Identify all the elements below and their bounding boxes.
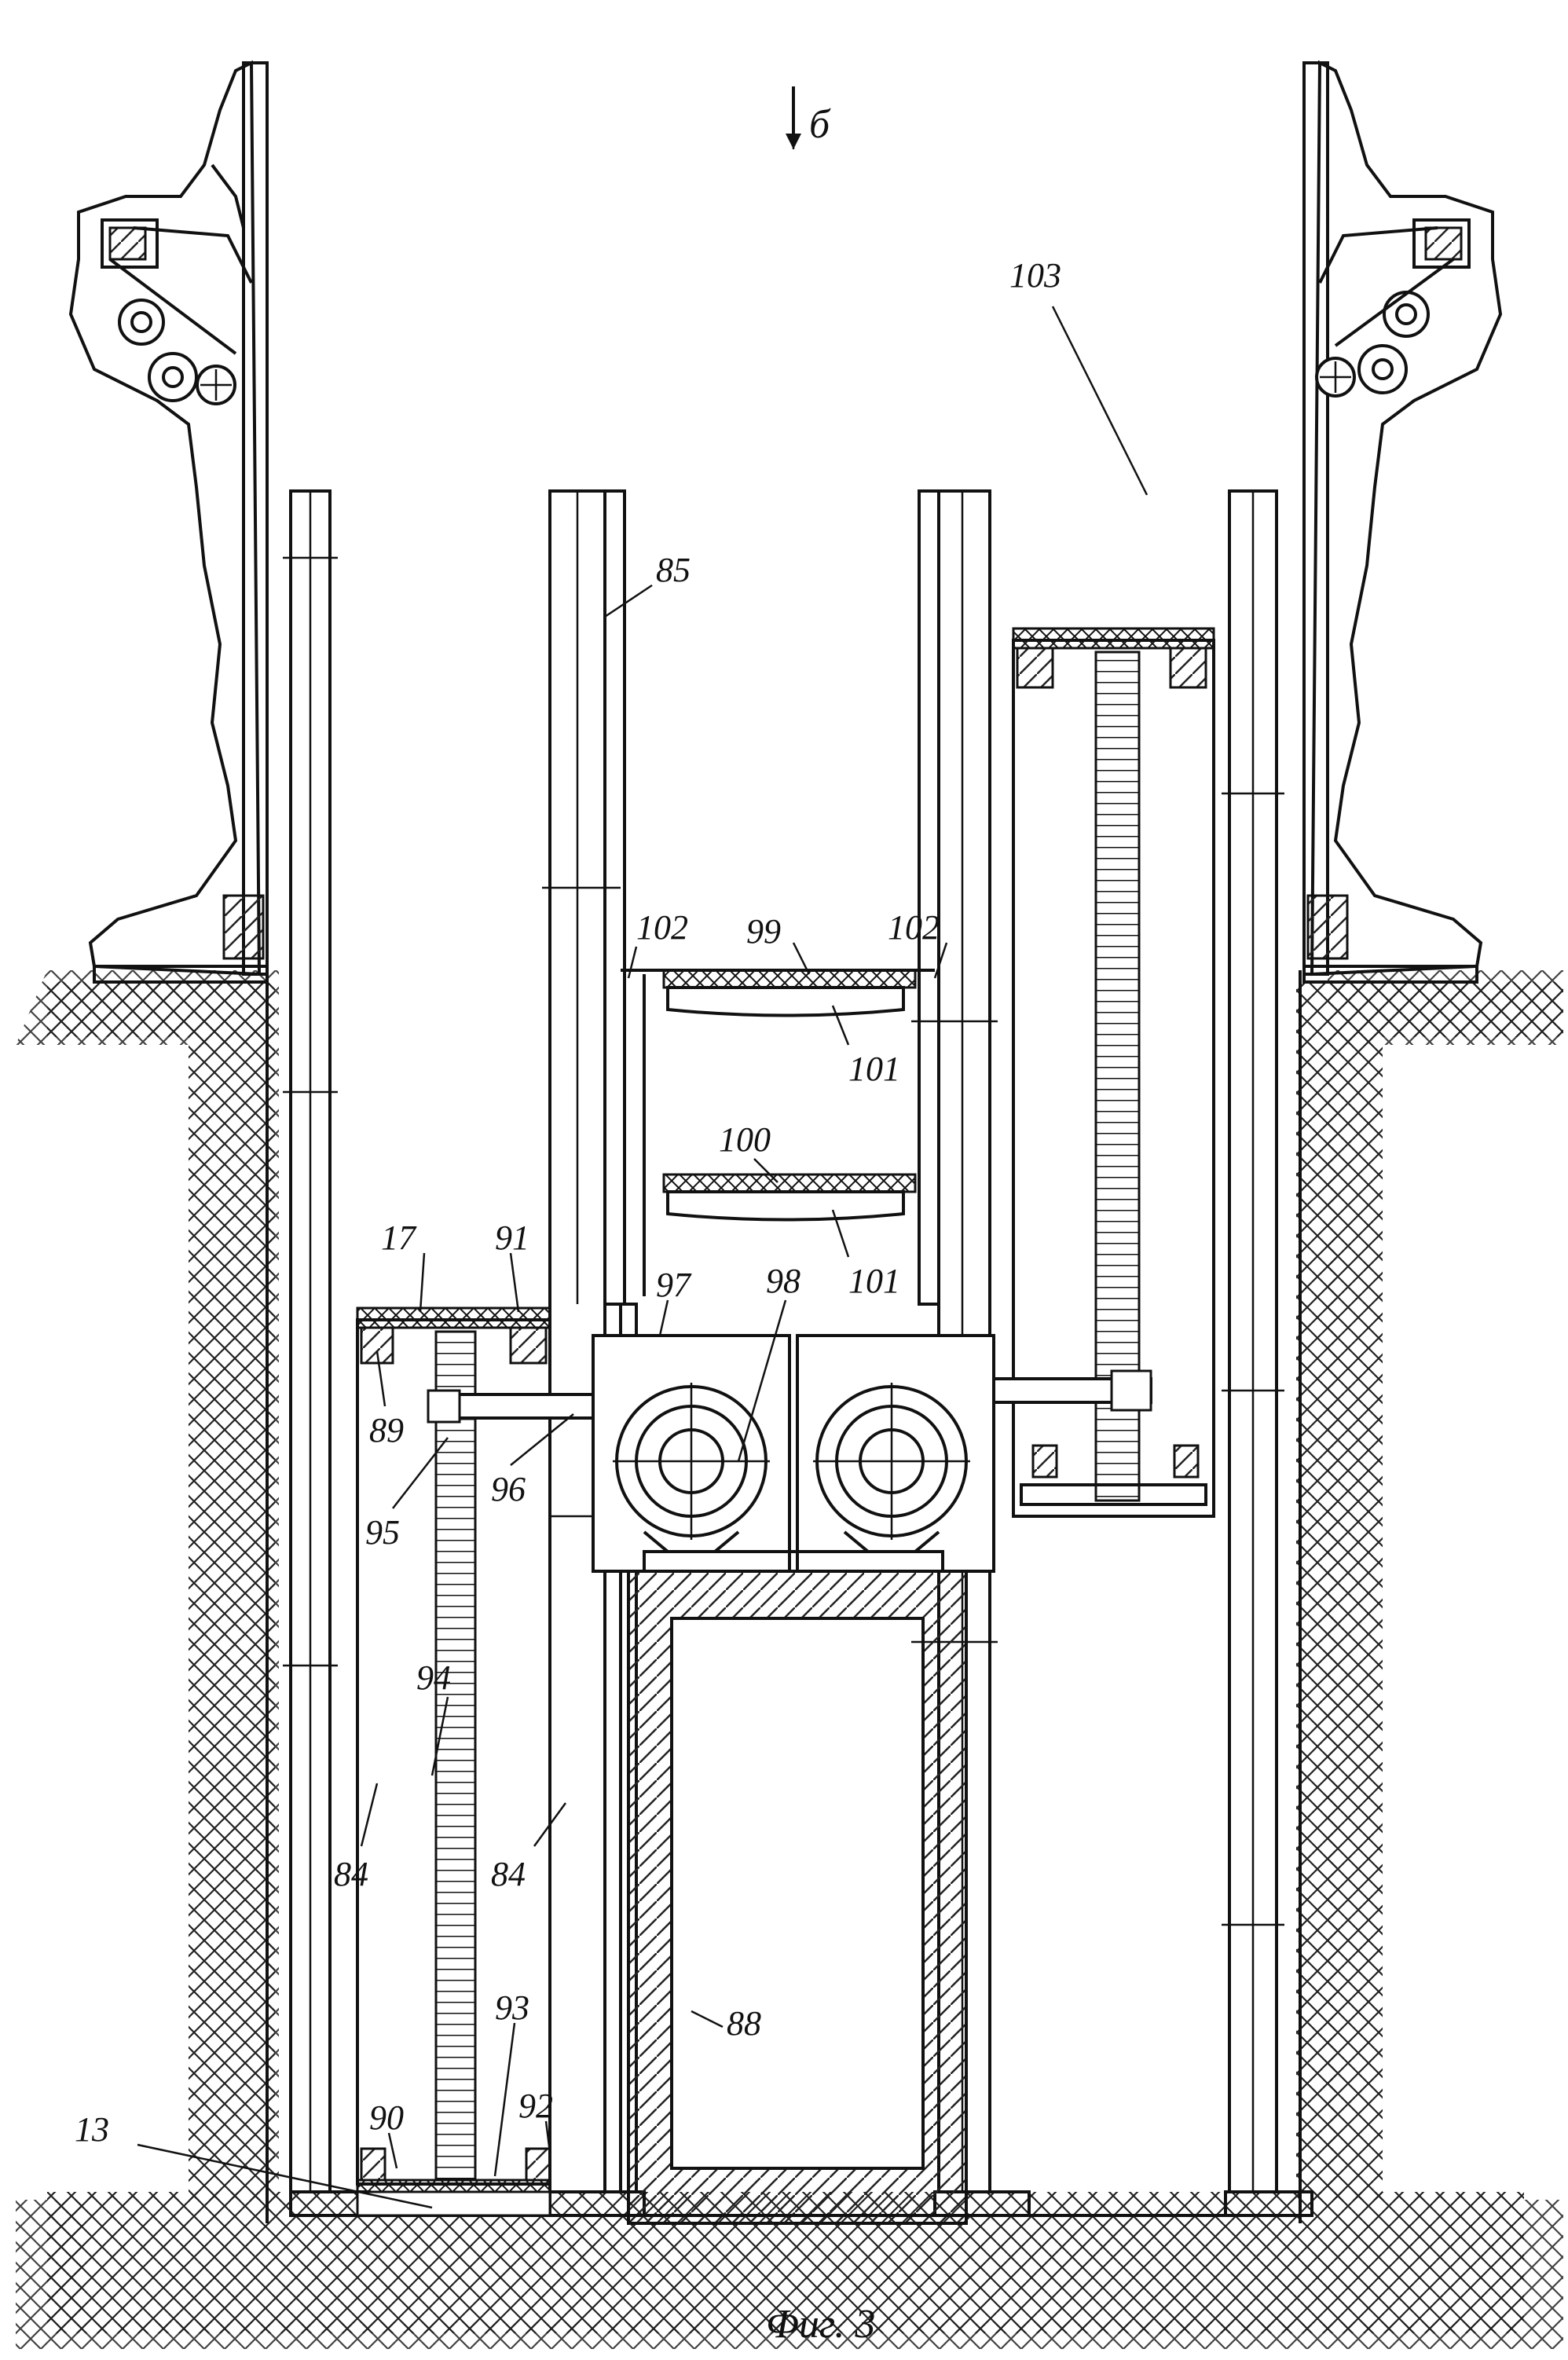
label-102-right: 102: [888, 908, 940, 947]
label-95: 95: [365, 1513, 400, 1552]
figure-caption: Фиг. 3: [766, 2302, 875, 2347]
label-101-upper: 101: [848, 1050, 900, 1088]
left-upper-frame: [68, 60, 269, 984]
label-17: 17: [381, 1218, 417, 1257]
drive-unit: [592, 1334, 995, 1573]
label-100: 100: [719, 1120, 771, 1159]
view-marker: б: [809, 102, 831, 147]
label-103: 103: [1009, 256, 1061, 295]
right-upper-frame: [1302, 60, 1503, 984]
base-slab: [291, 2190, 1312, 2217]
label-101-lower: 101: [848, 1262, 900, 1300]
label-97: 97: [656, 1266, 692, 1304]
label-13: 13: [75, 2110, 109, 2149]
label-90: 90: [369, 2098, 404, 2137]
label-85: 85: [656, 551, 691, 589]
right-cage: [992, 627, 1215, 1518]
label-84-left: 84: [334, 1855, 368, 1893]
label-96: 96: [491, 1470, 526, 1508]
label-99: 99: [746, 912, 781, 951]
label-93: 93: [495, 1988, 529, 2027]
label-88: 88: [727, 2004, 761, 2043]
left-cage: [356, 1306, 595, 2197]
label-94: 94: [416, 1658, 451, 1697]
label-102-left: 102: [636, 908, 688, 947]
part-labels: 103 85 102 99 102 101 100 101 17 91 97 9…: [75, 256, 1061, 2149]
platforms: [621, 969, 935, 1296]
label-89: 89: [369, 1411, 404, 1449]
label-92: 92: [518, 2087, 553, 2125]
label-84-right: 84: [491, 1855, 526, 1893]
leader-lines: [137, 106, 1149, 2209]
label-91: 91: [495, 1218, 529, 1257]
label-98: 98: [766, 1262, 800, 1300]
view-arrow: б: [786, 86, 831, 149]
support-box: [627, 1570, 968, 2225]
